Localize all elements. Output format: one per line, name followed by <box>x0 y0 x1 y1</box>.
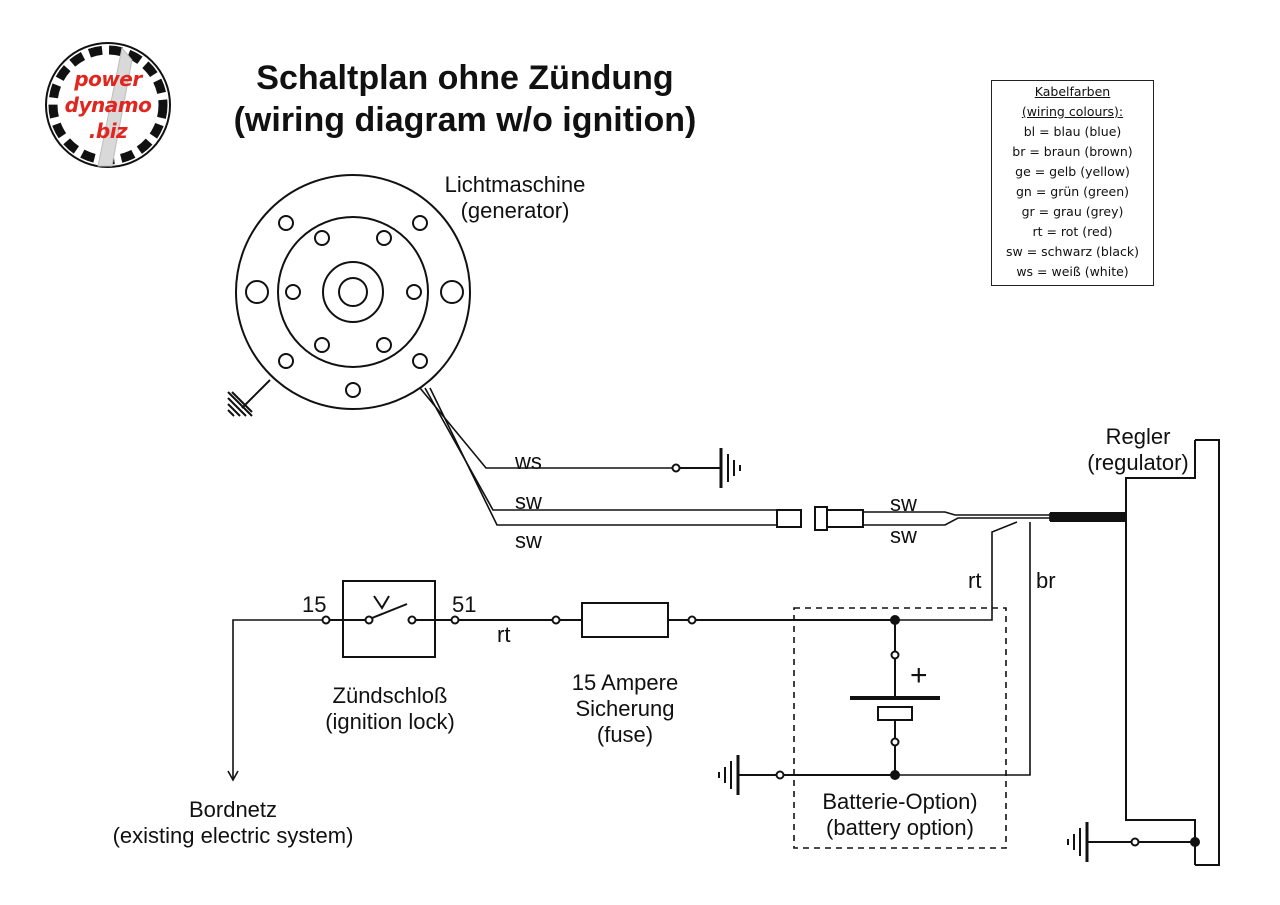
regulator-ground-icon <box>1067 822 1200 862</box>
terminal-15-label: 15 <box>302 592 327 617</box>
generator-label: Lichtmaschine (generator) <box>420 172 610 224</box>
bordnetz-label-en: (existing electric system) <box>112 823 354 848</box>
legend-subheading: (wiring colours): <box>1021 104 1124 119</box>
ignition-lock-label-de: Zündschloß <box>332 683 448 708</box>
wire-label-rt: rt <box>968 568 982 593</box>
regulator-label-de: Regler <box>1105 424 1171 449</box>
fuse-label-2: Sicherung <box>575 696 675 721</box>
regulator-symbol <box>1050 439 1220 866</box>
logo-emblem <box>45 42 171 168</box>
battery-plus-sign: + <box>910 659 928 692</box>
wire-color-legend: Kabelfarben (wiring colours): bl = blau … <box>991 80 1154 286</box>
logo-line-2: dynamo <box>64 93 152 117</box>
logo-line-1: power <box>74 67 142 91</box>
legend-entry: sw = schwarz (black) <box>1006 244 1139 259</box>
bordnetz-wire <box>227 619 326 782</box>
battery-label: Batterie-Option) (battery option) <box>797 789 1003 841</box>
fuse-symbol <box>551 602 895 638</box>
page-subtitle: (wiring diagram w/o ignition) <box>233 101 697 139</box>
legend-entry: ge = gelb (yellow) <box>1015 164 1130 179</box>
battery-label-de: Batterie-Option) <box>822 789 978 814</box>
wire-label-rt: rt <box>497 622 511 647</box>
wire-label-br: br <box>1036 568 1056 593</box>
bordnetz-label: Bordnetz (existing electric system) <box>90 797 376 849</box>
generator-label-en: (generator) <box>460 198 570 223</box>
legend-entry: rt = rot (red) <box>1032 224 1113 239</box>
legend-entry: bl = blau (blue) <box>1023 124 1122 139</box>
wire-label-sw: sw <box>890 523 917 548</box>
ws-ground-icon <box>671 448 741 488</box>
wire-label-ws: ws <box>515 449 542 474</box>
battery-ground-icon <box>718 755 785 795</box>
ignition-lock-symbol <box>321 580 552 658</box>
ignition-lock-label-en: (ignition lock) <box>325 709 455 734</box>
legend-entry: gr = grau (grey) <box>1021 204 1124 219</box>
legend-entry: br = braun (brown) <box>1012 144 1133 159</box>
fuse-label-1: 15 Ampere <box>571 670 679 695</box>
bordnetz-label-de: Bordnetz <box>188 797 278 822</box>
wire-label-sw: sw <box>515 489 542 514</box>
terminal-51-label: 51 <box>452 592 477 617</box>
generator-ground-icon <box>227 379 271 417</box>
generator-symbol <box>235 174 471 410</box>
generator-label-de: Lichtmaschine <box>444 172 586 197</box>
fuse-label-3: (fuse) <box>596 722 654 747</box>
ignition-lock-label: Zündschloß (ignition lock) <box>295 683 485 735</box>
wire-label-sw: sw <box>515 528 542 553</box>
generator-cables <box>419 387 778 526</box>
logo-line-3: .biz <box>88 119 128 143</box>
logo: power dynamo .biz <box>50 66 166 144</box>
battery-symbol <box>784 607 1007 849</box>
wire-label-sw: sw <box>890 491 917 516</box>
battery-label-en: (battery option) <box>826 815 974 840</box>
legend-heading: Kabelfarben <box>1034 84 1111 99</box>
page-title: Schaltplan ohne Zündung <box>256 59 674 97</box>
legend-entry: ws = weiß (white) <box>1016 264 1129 279</box>
regulator-label-en: (regulator) <box>1087 450 1189 475</box>
fuse-label: 15 Ampere Sicherung (fuse) <box>545 670 705 748</box>
regulator-rt-br-wires <box>895 521 1031 776</box>
regulator-label: Regler (regulator) <box>1068 424 1208 476</box>
legend-entry: gn = grün (green) <box>1015 184 1130 199</box>
plug-connector <box>776 506 864 531</box>
